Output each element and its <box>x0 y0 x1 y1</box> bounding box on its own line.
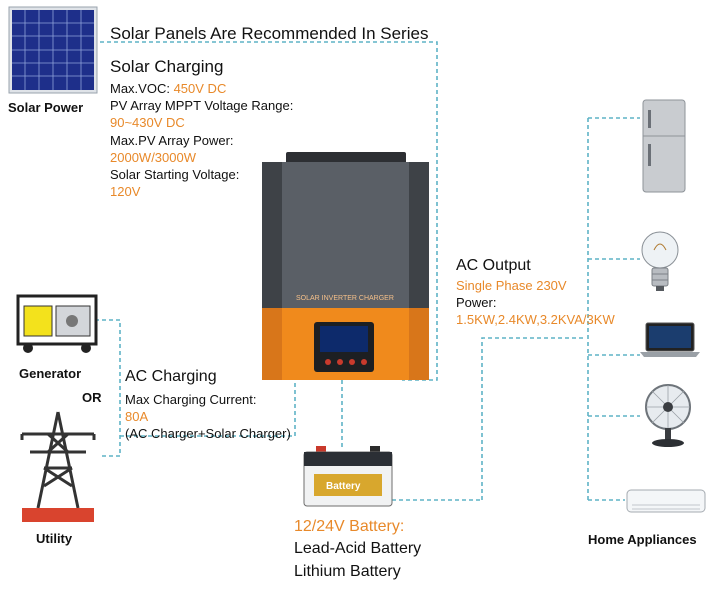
battery-icon: Battery <box>302 444 394 508</box>
utility-tower-icon <box>16 408 100 526</box>
start-voltage-label: Solar Starting Voltage: <box>110 167 240 182</box>
max-voc-value: 450V DC <box>173 81 227 96</box>
battery-type-lead-acid: Lead-Acid Battery <box>294 540 422 557</box>
mppt-range-value: 90~430V DC <box>110 115 185 130</box>
light-bulb-icon <box>638 228 682 294</box>
sources-bus-line <box>95 319 121 457</box>
air-conditioner-icon <box>626 488 706 516</box>
refrigerator-icon <box>640 98 688 194</box>
ac-input-line <box>120 380 296 437</box>
charger-note: (AC Charger+Solar Charger) <box>125 426 291 441</box>
max-charging-current-label: Max Charging Current: <box>125 392 257 407</box>
ac-output-power-label: Power: <box>456 295 497 310</box>
mppt-range-label: PV Array MPPT Voltage Range: <box>110 98 294 113</box>
series-recommendation: Solar Panels Are Recommended In Series <box>110 24 429 43</box>
electric-fan-icon <box>640 383 696 449</box>
or-label: OR <box>82 390 102 405</box>
home-appliances-label: Home Appliances <box>588 532 697 547</box>
start-voltage-value: 120V <box>110 184 141 199</box>
ac-output-phase: Single Phase 230V <box>456 278 567 293</box>
battery-type-lithium: Lithium Battery <box>294 563 401 580</box>
generator-icon <box>16 292 98 354</box>
max-pv-value: 2000W/3000W <box>110 150 196 165</box>
battery-voltage: 12/24V Battery: <box>294 518 405 535</box>
max-voc-line: Max.VOC: 450V DC <box>110 81 226 96</box>
max-voc-label: Max.VOC: <box>110 81 174 96</box>
solar-panel-icon <box>8 6 98 94</box>
ac-output-title: AC Output <box>456 257 531 274</box>
solar-charging-title: Solar Charging <box>110 57 224 76</box>
utility-label: Utility <box>36 531 73 546</box>
max-pv-label: Max.PV Array Power: <box>110 133 234 148</box>
solar-power-label: Solar Power <box>8 100 84 115</box>
battery-badge: Battery <box>326 481 361 492</box>
generator-label: Generator <box>19 366 82 381</box>
inverter-unit: SOLAR INVERTER CHARGER <box>258 150 433 385</box>
laptop-icon <box>640 322 700 358</box>
solar-to-inverter-line <box>100 41 438 381</box>
ac-output-power-value: 1.5KW,2.4KW,3.2KVA/3KW <box>456 312 615 327</box>
max-charging-current-value: 80A <box>125 409 149 424</box>
inverter-name: SOLAR INVERTER CHARGER <box>296 295 394 302</box>
ac-charging-title: AC Charging <box>125 368 217 385</box>
output-trunk-line <box>481 337 585 500</box>
